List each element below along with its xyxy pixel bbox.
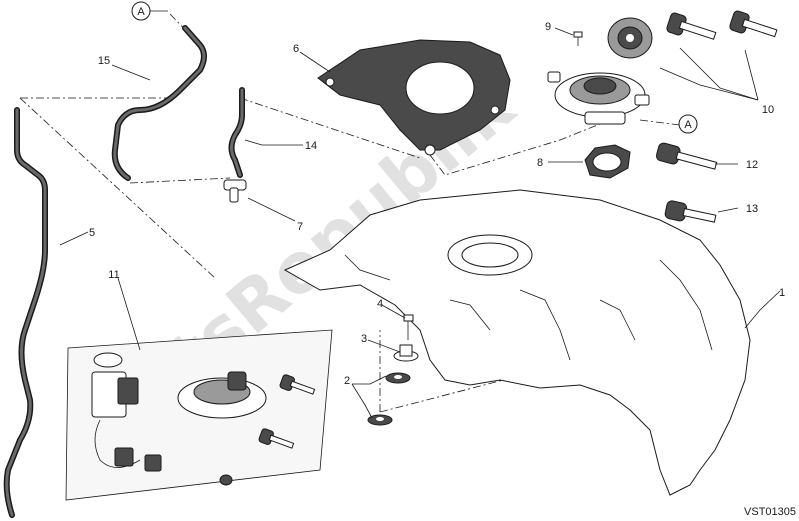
reference-marker-right: A — [678, 114, 698, 134]
callout-9: 9 — [545, 21, 551, 33]
screw-4 — [403, 314, 414, 340]
spacer-3 — [393, 344, 419, 362]
callout-6: 6 — [293, 43, 299, 55]
callout-14: 14 — [305, 140, 317, 152]
callout-5: 5 — [89, 227, 95, 239]
callout-12: 12 — [746, 159, 758, 171]
callout-3: 3 — [361, 333, 367, 345]
hose-15 — [111, 25, 207, 181]
leader-lines — [59, 27, 781, 419]
fuel-tank-1 — [283, 189, 751, 496]
key-12 — [655, 142, 718, 170]
grommet-2a — [385, 372, 411, 384]
hose-14 — [228, 87, 245, 178]
drawing-code: VST01305 — [744, 506, 796, 518]
key-13 — [664, 200, 717, 223]
callout-1: 1 — [779, 287, 785, 299]
cover-plate-6 — [317, 39, 511, 156]
guide-lines — [19, 13, 681, 413]
callout-11: 11 — [108, 269, 119, 281]
callouts: 15 6 9 10 8 12 13 14 7 5 11 1 4 3 2 — [89, 21, 785, 387]
screw-9 — [573, 31, 583, 46]
reference-marker-top: A — [131, 1, 168, 21]
callout-13: 13 — [746, 203, 758, 215]
grommet-2b — [367, 414, 393, 426]
gasket-8 — [584, 144, 631, 179]
tee-connector-7 — [223, 179, 247, 203]
lock-kit-panel-11 — [65, 329, 333, 501]
reference-marker-right-label: A — [684, 119, 692, 131]
fuel-cap-10 — [547, 17, 653, 125]
callout-15: 15 — [98, 55, 110, 67]
key-group-10 — [666, 10, 778, 40]
callout-4: 4 — [377, 298, 383, 310]
callout-10: 10 — [762, 104, 774, 116]
callout-7: 7 — [297, 221, 303, 233]
callout-2: 2 — [344, 375, 350, 387]
reference-marker-top-label: A — [137, 6, 145, 18]
hose-5 — [3, 107, 48, 518]
callout-8: 8 — [537, 157, 543, 169]
